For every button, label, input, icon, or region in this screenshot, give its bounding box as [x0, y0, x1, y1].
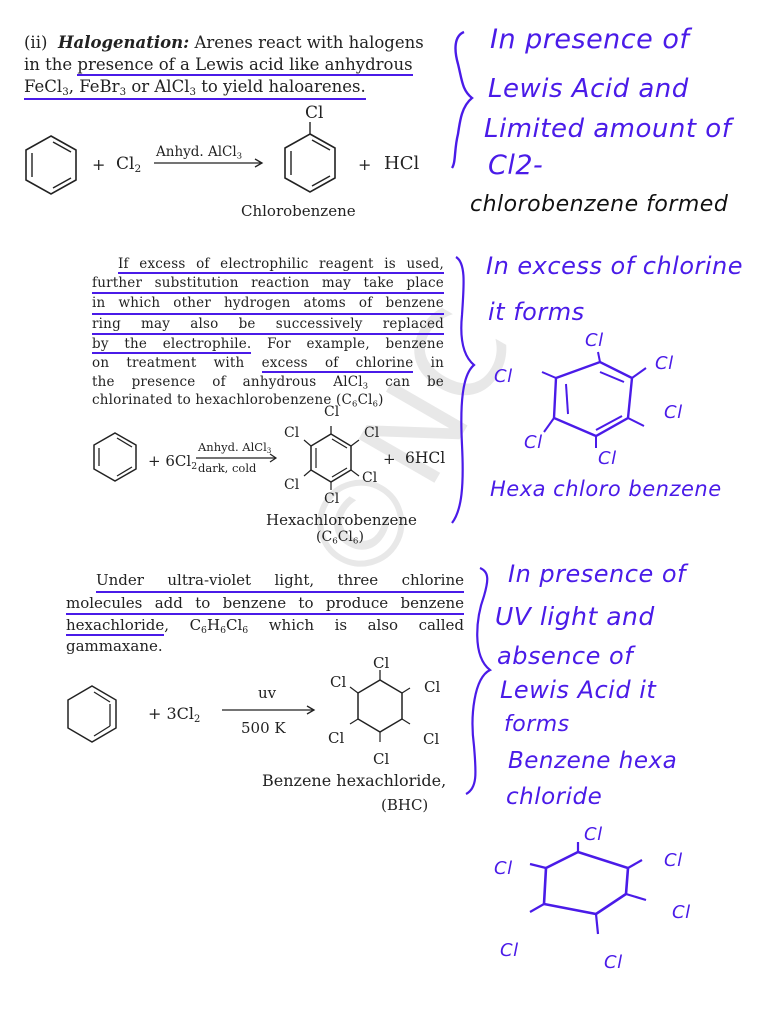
- cl-label: Cl: [364, 425, 380, 441]
- hand-cl-label: Cl: [584, 824, 603, 845]
- note-line: absence of: [497, 642, 634, 670]
- section-label: (ii): [24, 33, 48, 52]
- cl-label: Cl: [373, 654, 390, 672]
- halogenation-paragraph: (ii) Halogenation: Arenes react with hal…: [24, 32, 429, 100]
- hand-cl-label: Cl: [664, 402, 683, 423]
- note-line: In excess of chlorine: [486, 252, 744, 280]
- hand-cl-label: Cl: [604, 952, 623, 973]
- hand-cl-label: Cl: [585, 330, 604, 351]
- section-heading: Halogenation:: [57, 33, 190, 52]
- brace-icon: [465, 566, 493, 795]
- cl-label: Cl: [324, 491, 340, 507]
- hand-cl-label: Cl: [672, 902, 691, 923]
- note-caption: Hexa chloro benzene: [490, 477, 722, 501]
- excess-paragraph: If excess of electrophilic reagent is us…: [92, 255, 444, 410]
- cl-label: Cl: [330, 673, 347, 691]
- note-line: UV light and: [495, 602, 655, 631]
- bhc-structure: [349, 670, 411, 742]
- benzene-structure: [67, 685, 117, 743]
- plus-sign: +: [358, 155, 372, 174]
- reaction-arrow: [222, 705, 316, 715]
- cl-label: Cl: [362, 470, 378, 486]
- hexachlorobenzene-structure: [303, 426, 360, 490]
- reaction-arrow: [196, 453, 278, 463]
- brace-icon: [450, 30, 474, 169]
- text-line: in which other hydrogen atoms of benzene: [92, 294, 444, 315]
- cl-label: Cl: [423, 730, 440, 748]
- text-line: the presence of anhydrous AlCl3 can be: [92, 373, 444, 391]
- text-line: Arenes react with halogens: [194, 33, 424, 52]
- byproduct-6hcl: 6HCl: [405, 449, 446, 467]
- cl-label: Cl: [424, 678, 441, 696]
- reaction-arrow: [154, 158, 264, 168]
- text-line: chlorinated to hexachlorobenzene (C6Cl6): [92, 392, 384, 409]
- hand-cl-label: Cl: [524, 432, 543, 453]
- product-name: Chlorobenzene: [241, 202, 356, 220]
- hand-cl-label: Cl: [500, 940, 519, 961]
- text-line: Under ultra-violet light, three chlorine: [66, 570, 464, 593]
- text-line: ring may also be successively replaced: [92, 315, 444, 336]
- byproduct-hcl: HCl: [384, 153, 420, 174]
- benzene-structure: [93, 432, 137, 482]
- text-line: molecules add to benzene to produce benz…: [66, 593, 464, 615]
- note-line: In presence of: [490, 24, 690, 55]
- note-line: chloride: [506, 784, 603, 810]
- chlorobenzene-structure: [284, 122, 336, 193]
- arrow-condition-top: uv: [258, 684, 277, 702]
- note-line: forms: [504, 712, 570, 737]
- note-line: it forms: [488, 298, 585, 326]
- text-line: in the presence of a Lewis acid like anh…: [24, 55, 413, 76]
- product-name: Benzene hexachloride,: [262, 771, 447, 790]
- hand-cl-label: Cl: [655, 353, 674, 374]
- note-line: In presence of: [508, 560, 686, 588]
- hand-drawn-hexachlorobenzene: [541, 351, 647, 448]
- arrow-condition-bottom: 500 K: [241, 719, 286, 737]
- brace-icon: [451, 256, 476, 524]
- cl-label: Cl: [328, 729, 345, 747]
- reagent-6cl2: + 6Cl2: [148, 452, 198, 472]
- text-line: FeCl3, FeBr3 or AlCl3 to yield haloarene…: [24, 77, 366, 100]
- text-line: by the electrophile. For example, benzen…: [92, 336, 445, 355]
- plus-sign: +: [383, 450, 396, 468]
- hand-cl-label: Cl: [494, 366, 513, 387]
- reagent-cl2: Cl2: [116, 154, 142, 176]
- text-line: gammaxane.: [66, 636, 163, 655]
- product-name: Hexachlorobenzene: [266, 511, 417, 529]
- cl-label: Cl: [324, 404, 340, 420]
- note-line: Benzene hexa: [508, 748, 678, 774]
- hand-cl-label: Cl: [664, 850, 683, 871]
- hand-drawn-bhc: [529, 842, 647, 935]
- text-line: If excess of electrophilic reagent is us…: [118, 256, 444, 274]
- product-abbr: (BHC): [381, 796, 429, 814]
- note-line: Limited amount of: [484, 114, 732, 144]
- note-line: Lewis Acid it: [500, 676, 657, 704]
- uv-paragraph: Under ultra-violet light, three chlorine…: [66, 570, 464, 656]
- text-line: further substitution reaction may take p…: [92, 274, 444, 295]
- plus-sign: +: [92, 155, 106, 174]
- note-line: Cl2-: [488, 150, 544, 181]
- cl-label: Cl: [284, 477, 300, 493]
- product-formula: (C6Cl6): [316, 529, 364, 547]
- benzene-structure: [25, 135, 77, 195]
- reagent-3cl2: + 3Cl2: [148, 704, 201, 725]
- arrow-condition-bottom: dark, cold: [198, 461, 257, 475]
- arrow-condition: Anhyd. AlCl3: [156, 144, 243, 161]
- chloro-substituent: Cl: [305, 103, 324, 123]
- note-conclusion: chlorobenzene formed: [470, 192, 729, 217]
- hand-cl-label: Cl: [494, 858, 513, 879]
- note-line: Lewis Acid and: [488, 74, 689, 104]
- cl-label: Cl: [373, 750, 390, 768]
- cl-label: Cl: [284, 425, 300, 441]
- text-line: hexachloride, C6H6Cl6 which is also call…: [66, 616, 464, 636]
- hand-cl-label: Cl: [598, 448, 617, 469]
- text-line: on treatment with excess of chlorine in: [92, 354, 444, 373]
- arrow-condition-top: Anhyd. AlCl3: [198, 440, 272, 456]
